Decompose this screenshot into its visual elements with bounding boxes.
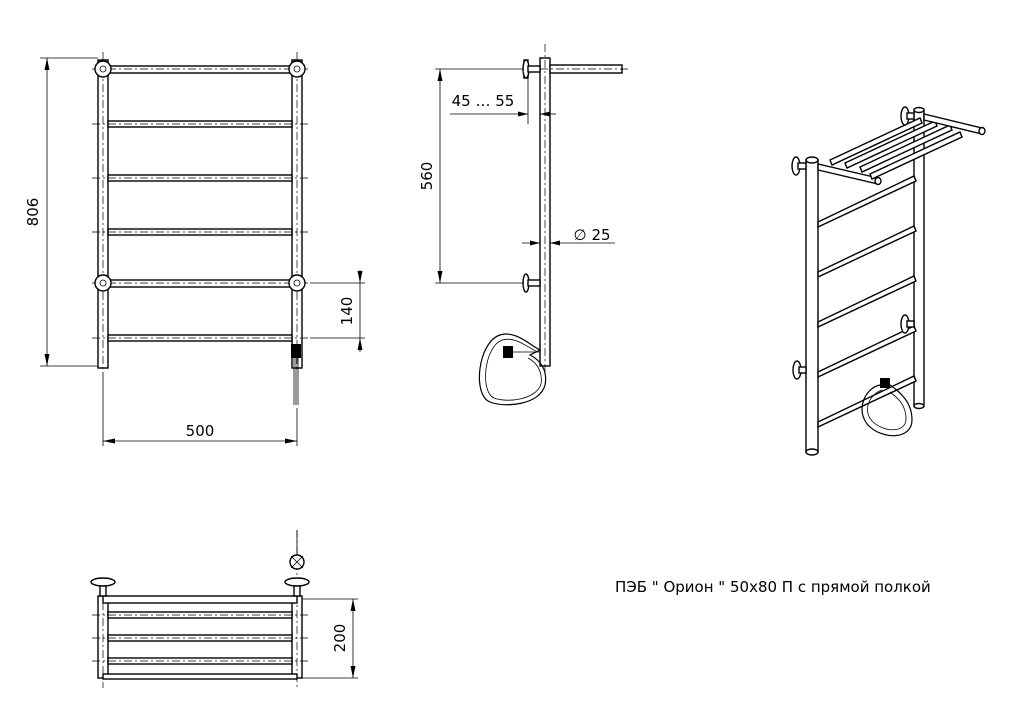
dim-mount-spacing: 560: [418, 162, 436, 191]
iso-left-rail: [805, 159, 819, 453]
iso-rungs: [817, 175, 917, 429]
side-cable: [478, 333, 547, 406]
front-brackets: [94, 60, 306, 292]
side-view: 560 45 … 55 ∅ 25: [418, 44, 630, 406]
iso-shelf: [817, 113, 986, 186]
dim-total-height: 806: [24, 198, 42, 227]
rung: [102, 65, 298, 74]
dim-shelf-depth: 200: [331, 624, 349, 653]
dim-tube-diameter: 25: [591, 226, 610, 244]
isometric-view: [791, 106, 986, 456]
dim-lower-spacing: 140: [338, 297, 356, 326]
side-upper-bracket: [522, 59, 541, 79]
drawing-title: ПЭБ " Орион " 50x80 П с прямой полкой: [615, 578, 931, 596]
side-lower-bracket: [522, 273, 541, 293]
front-view: 806 500 140: [24, 52, 365, 446]
top-brackets: [90, 530, 310, 597]
front-rungs: [102, 65, 298, 342]
dim-width: 500: [186, 422, 215, 440]
top-rungs: [102, 595, 298, 680]
dim-wall-offset: 45 … 55: [452, 92, 515, 110]
rung: [102, 279, 298, 288]
front-heater-plug: [291, 344, 301, 405]
top-view: 200: [90, 530, 358, 688]
dim-diameter-symbol: ∅: [573, 226, 586, 244]
iso-cable: [861, 378, 913, 437]
iso-brackets: [791, 106, 915, 380]
